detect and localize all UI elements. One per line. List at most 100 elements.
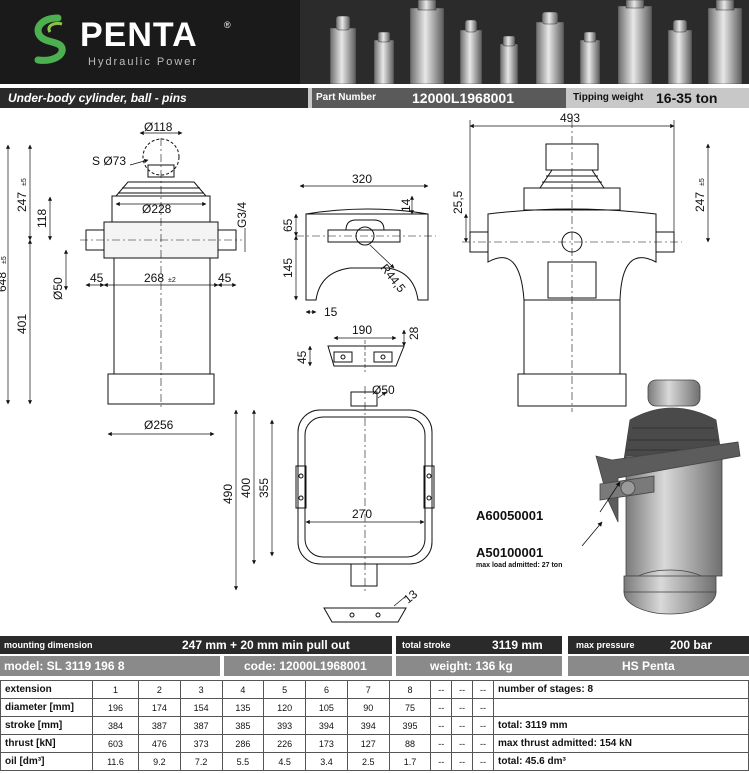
table-cell: 476 [138, 734, 181, 753]
penta-logo-icon [34, 14, 66, 64]
row-summary: max thrust admitted: 154 kN [493, 734, 749, 753]
drawing-canvas: Ø118 S Ø73 Ø228 247 ±5 118 G3/4 Ø50 45 2… [0, 111, 741, 623]
dim-h145: 145 [281, 258, 295, 278]
dim-d50a: Ø50 [51, 277, 65, 300]
table-cell: 105 [305, 698, 348, 717]
dim-h400: 400 [239, 478, 253, 498]
table-cell: 2 [138, 680, 181, 699]
dim-tol268: ±2 [168, 277, 176, 284]
dim-w45a: 45 [90, 271, 104, 285]
dim-d50b: Ø50 [372, 383, 395, 397]
row-label: diameter [mm] [0, 698, 93, 717]
table-cell: 387 [179, 716, 223, 735]
mounting-label: mounting dimension [4, 640, 93, 650]
dim-h648: 648 [0, 272, 9, 292]
maker-cell: HS Penta [568, 656, 749, 676]
table-cell: 75 [388, 698, 432, 717]
table-cell: -- [472, 698, 494, 717]
table-cell: 603 [92, 734, 139, 753]
row-summary: number of stages: 8 [493, 680, 749, 699]
table-cell: 5 [263, 680, 307, 699]
dim-w45b: 45 [218, 271, 232, 285]
table-cell: 373 [179, 734, 223, 753]
frame-top-view [295, 386, 435, 623]
table-cell: 2.5 [346, 752, 390, 771]
table-cell: 1.7 [388, 752, 432, 771]
table-cell: -- [451, 680, 474, 699]
part-number-box [312, 88, 566, 108]
table-cell: 7.2 [179, 752, 223, 771]
product-title: Under-body cylinder, ball - pins [0, 88, 308, 108]
bracket-top-view [327, 340, 405, 372]
weight-cell: weight: 136 kg [396, 656, 562, 676]
dim-h247: 247 [15, 192, 29, 212]
dim-w270: 270 [352, 507, 372, 521]
table-cell: 5.5 [221, 752, 265, 771]
header-banner: PENTA ® Hydraulic Power [0, 0, 749, 84]
stroke-cell: total stroke 3119 mm [396, 636, 562, 654]
table-cell: 88 [388, 734, 432, 753]
model-cell: model: SL 3119 196 8 [0, 656, 220, 676]
frame-part-code: A60050001 [476, 508, 544, 523]
dim-sd73: S Ø73 [92, 154, 126, 168]
table-cell: -- [430, 698, 453, 717]
code-cell: code: 12000L1968001 [224, 656, 392, 676]
row-label: extension [0, 680, 93, 699]
row-label: stroke [mm] [0, 716, 93, 735]
table-cell: 4 [221, 680, 265, 699]
table-cell: 4.5 [263, 752, 307, 771]
table-cell: 120 [263, 698, 307, 717]
table-cell: -- [472, 752, 494, 771]
dim-tol247: ±5 [21, 178, 28, 186]
cylinder-photo-strip [300, 0, 749, 84]
table-cell: 1 [92, 680, 139, 699]
mounting-cell: mounting dimension 247 mm + 20 mm min pu… [0, 636, 392, 654]
dim-h255: 25,5 [451, 190, 465, 214]
table-cell: 3.4 [305, 752, 348, 771]
dim-h14: 14 [399, 198, 413, 212]
max-pressure-label: max pressure [576, 640, 635, 650]
cylinder-3d-render [581, 379, 741, 615]
table-cell: -- [451, 716, 474, 735]
title-bar: Under-body cylinder, ball - pins Part Nu… [0, 88, 749, 108]
table-cell: 8 [388, 680, 432, 699]
dim-d13: 13 [401, 587, 420, 607]
table-cell: 196 [92, 698, 139, 717]
table-cell: 9.2 [138, 752, 181, 771]
front-view-cylinder [80, 138, 242, 410]
table-cell: 174 [138, 698, 181, 717]
table-cell: 394 [346, 716, 390, 735]
dim-h45c: 45 [295, 350, 309, 364]
dim-w320: 320 [352, 172, 372, 186]
mounting-value: 247 mm + 20 mm min pull out [182, 638, 350, 652]
brand-subtitle: Hydraulic Power [88, 56, 199, 68]
table-cell: 286 [221, 734, 265, 753]
dim-d118: Ø118 [144, 120, 173, 134]
table-cell: 384 [92, 716, 139, 735]
side-view-cylinder [462, 120, 682, 412]
dim-h355: 355 [257, 478, 271, 498]
brand: PENTA ® Hydraulic Power [28, 14, 238, 74]
table-cell: -- [430, 716, 453, 735]
table-cell: 7 [346, 680, 390, 699]
registered-mark: ® [224, 20, 231, 30]
row-summary: total: 3119 mm [493, 716, 749, 735]
dim-d228: Ø228 [142, 202, 172, 216]
table-cell: 394 [305, 716, 348, 735]
total-stroke-value: 3119 mm [492, 638, 543, 652]
dim-tol247b: ±5 [699, 178, 706, 186]
dim-w268: 268 [144, 271, 164, 285]
dim-tol648: ±5 [1, 256, 8, 264]
technical-drawing: Ø118 S Ø73 Ø228 247 ±5 118 G3/4 Ø50 45 2… [0, 110, 749, 632]
dim-w15: 15 [324, 305, 338, 319]
table-cell: 135 [221, 698, 265, 717]
table-cell: 393 [263, 716, 307, 735]
table-cell: -- [451, 698, 474, 717]
part-number-label: Part Number [316, 92, 377, 103]
